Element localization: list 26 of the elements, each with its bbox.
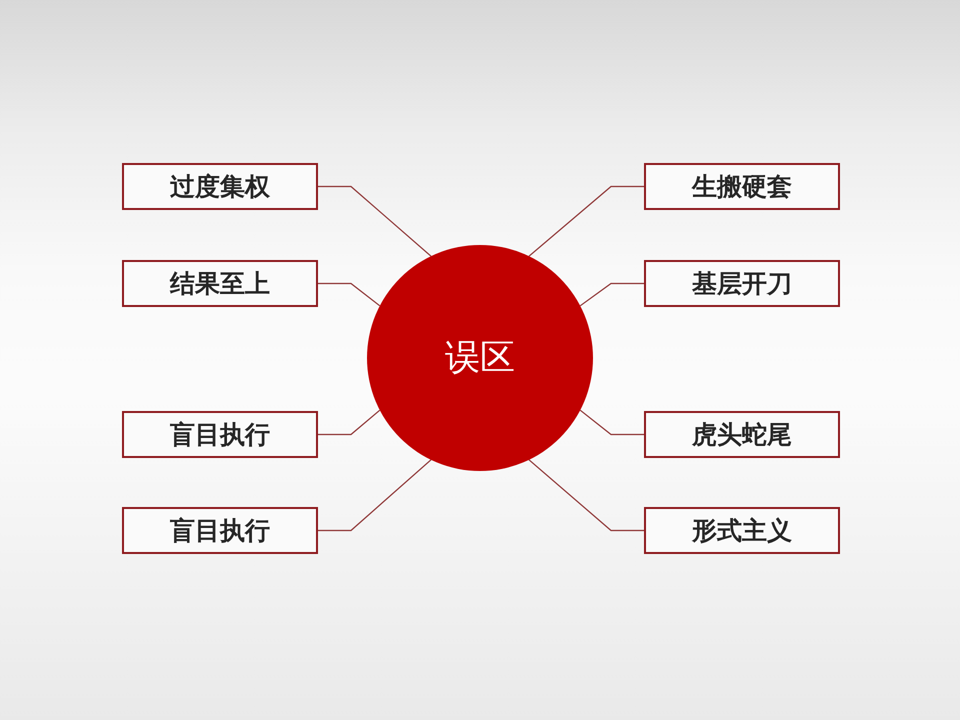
- topic-box: [122, 163, 318, 210]
- connector-line: [318, 186, 432, 257]
- topic-label: 盲目执行: [170, 516, 270, 546]
- topic-box: [122, 411, 318, 458]
- topic-label: 结果至上: [170, 268, 270, 298]
- topic-box: [644, 411, 840, 458]
- connector-line: [528, 186, 644, 257]
- topic-label: 虎头蛇尾: [692, 420, 792, 450]
- topic-label: 过度集权: [170, 172, 270, 202]
- topic-label: 盲目执行: [170, 420, 270, 450]
- connector-line: [318, 410, 380, 436]
- topic-box: [644, 163, 840, 210]
- topic-box: [644, 507, 840, 554]
- connector-line: [580, 410, 644, 436]
- connector-line: [318, 282, 380, 306]
- connector-line: [528, 459, 644, 532]
- connector-line: [580, 282, 644, 306]
- connector-line: [318, 459, 432, 532]
- center-circle: [367, 245, 593, 471]
- topic-label: 形式主义: [692, 516, 792, 546]
- topic-box: [122, 507, 318, 554]
- topic-label: 基层开刀: [692, 268, 792, 298]
- topic-box: [122, 260, 318, 307]
- topic-box: [644, 260, 840, 307]
- center-label: 误区: [445, 337, 515, 379]
- topic-label: 生搬硬套: [692, 172, 792, 202]
